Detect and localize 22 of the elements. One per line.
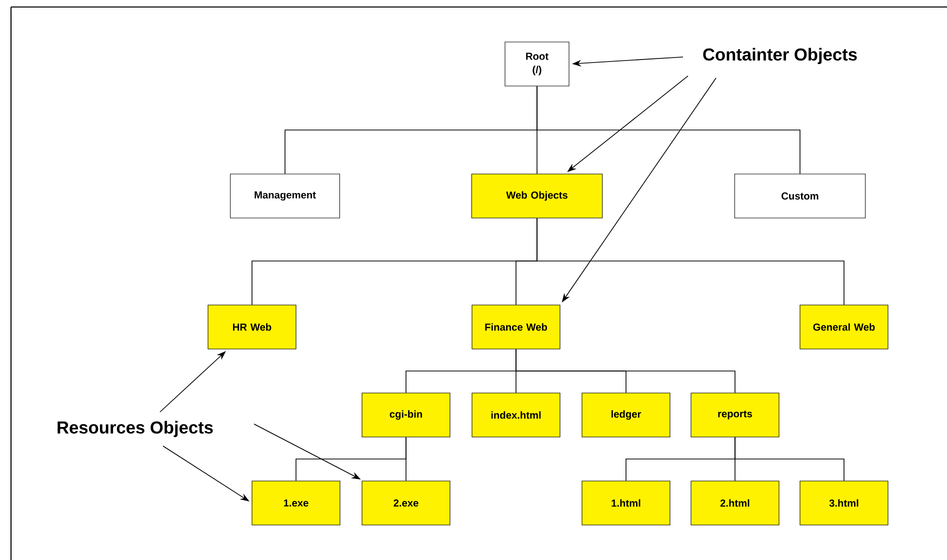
- container-box: Root (/): [504, 42, 570, 86]
- container-box: Management: [230, 174, 340, 218]
- folder-box: reports: [690, 392, 780, 438]
- connector-line: [516, 348, 736, 394]
- callout-text: Containter Objects: [703, 48, 857, 64]
- folder-box: 2.html: [690, 480, 780, 526]
- folder-box: Web Objects: [471, 174, 603, 218]
- connector-line: [536, 86, 800, 174]
- folder-box: cgi-bin: [362, 392, 450, 438]
- connector-line: [734, 436, 844, 482]
- folder-box: 1.exe: [252, 480, 340, 526]
- callout-text: Resources Objects: [58, 420, 213, 438]
- folder-box: 1.html: [582, 480, 670, 526]
- connector-line: [536, 218, 844, 306]
- folder-box: index.html: [472, 392, 560, 438]
- folder-box: 3.html: [800, 480, 888, 526]
- folder-box: Finance Web: [472, 304, 560, 350]
- folder-box: HR Web: [208, 304, 296, 350]
- folder-box: ledger: [582, 392, 670, 438]
- container-box: Custom: [734, 174, 866, 218]
- folder-box: General Web: [800, 304, 888, 350]
- folder-box: 2.exe: [362, 480, 450, 526]
